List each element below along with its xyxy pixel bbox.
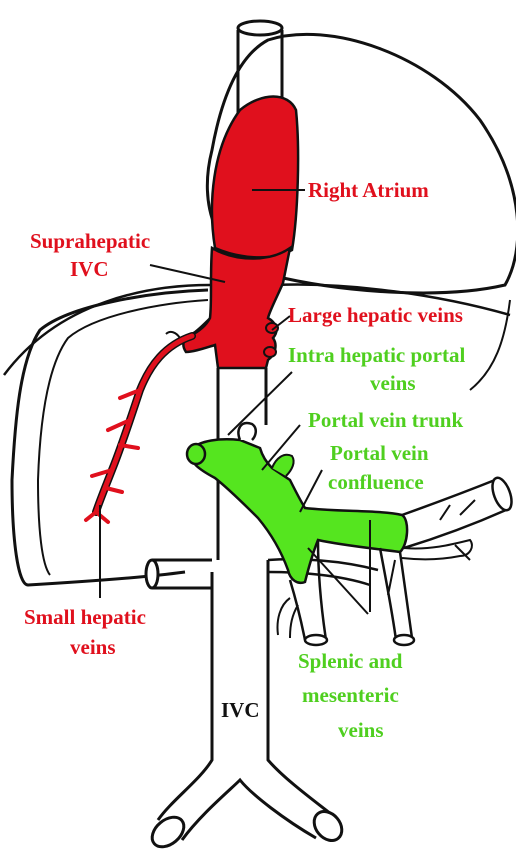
label-portal-confluence-line2: confluence — [328, 470, 424, 494]
portal-vein-cut-end — [187, 444, 205, 464]
label-small-hepatic-line2: veins — [70, 635, 116, 659]
label-portal-confluence-line1: Portal vein — [330, 441, 429, 465]
ivc-lower-right-wall — [266, 368, 336, 818]
label-suprahepatic-line1: Suprahepatic — [30, 229, 150, 253]
label-ivc: IVC — [221, 698, 260, 722]
small-hepatic-vein-trunk — [96, 336, 192, 512]
small-hepatic-vein-trunk-fill — [96, 336, 192, 512]
label-intra-hepatic-portal-line1: Intra hepatic portal — [288, 343, 465, 367]
label-right-atrium: Right Atrium — [308, 178, 429, 202]
inferior-mesenteric-vein — [380, 548, 412, 640]
label-splenic-line2: mesenteric — [302, 683, 399, 707]
label-splenic-line3: veins — [338, 718, 384, 742]
label-large-hepatic-veins: Large hepatic veins — [288, 303, 463, 327]
left-iliac-opening — [146, 811, 189, 853]
right-atrium-shape — [212, 97, 298, 258]
large-hepatic-vein-stub-2 — [264, 347, 276, 357]
splenic-vein-end — [489, 475, 516, 512]
label-splenic-line1: Splenic and — [298, 649, 403, 673]
label-portal-vein-trunk: Portal vein trunk — [308, 408, 463, 432]
ivc-top-opening — [238, 21, 282, 35]
label-small-hepatic-line1: Small hepatic — [24, 605, 146, 629]
label-intra-hepatic-portal-line2: veins — [370, 371, 416, 395]
right-iliac-opening — [309, 806, 348, 846]
mesenteric-side-branch — [278, 598, 299, 638]
label-suprahepatic-line2: IVC — [70, 257, 109, 281]
ivc-bifurcation — [182, 780, 316, 840]
intrahepatic-portal-branch — [239, 423, 256, 440]
imv-end — [394, 635, 414, 645]
smv-end — [305, 635, 327, 645]
ivc-lower-left-wall — [158, 368, 218, 820]
splenic-tributary — [402, 540, 472, 559]
left-renal-opening — [146, 560, 158, 588]
